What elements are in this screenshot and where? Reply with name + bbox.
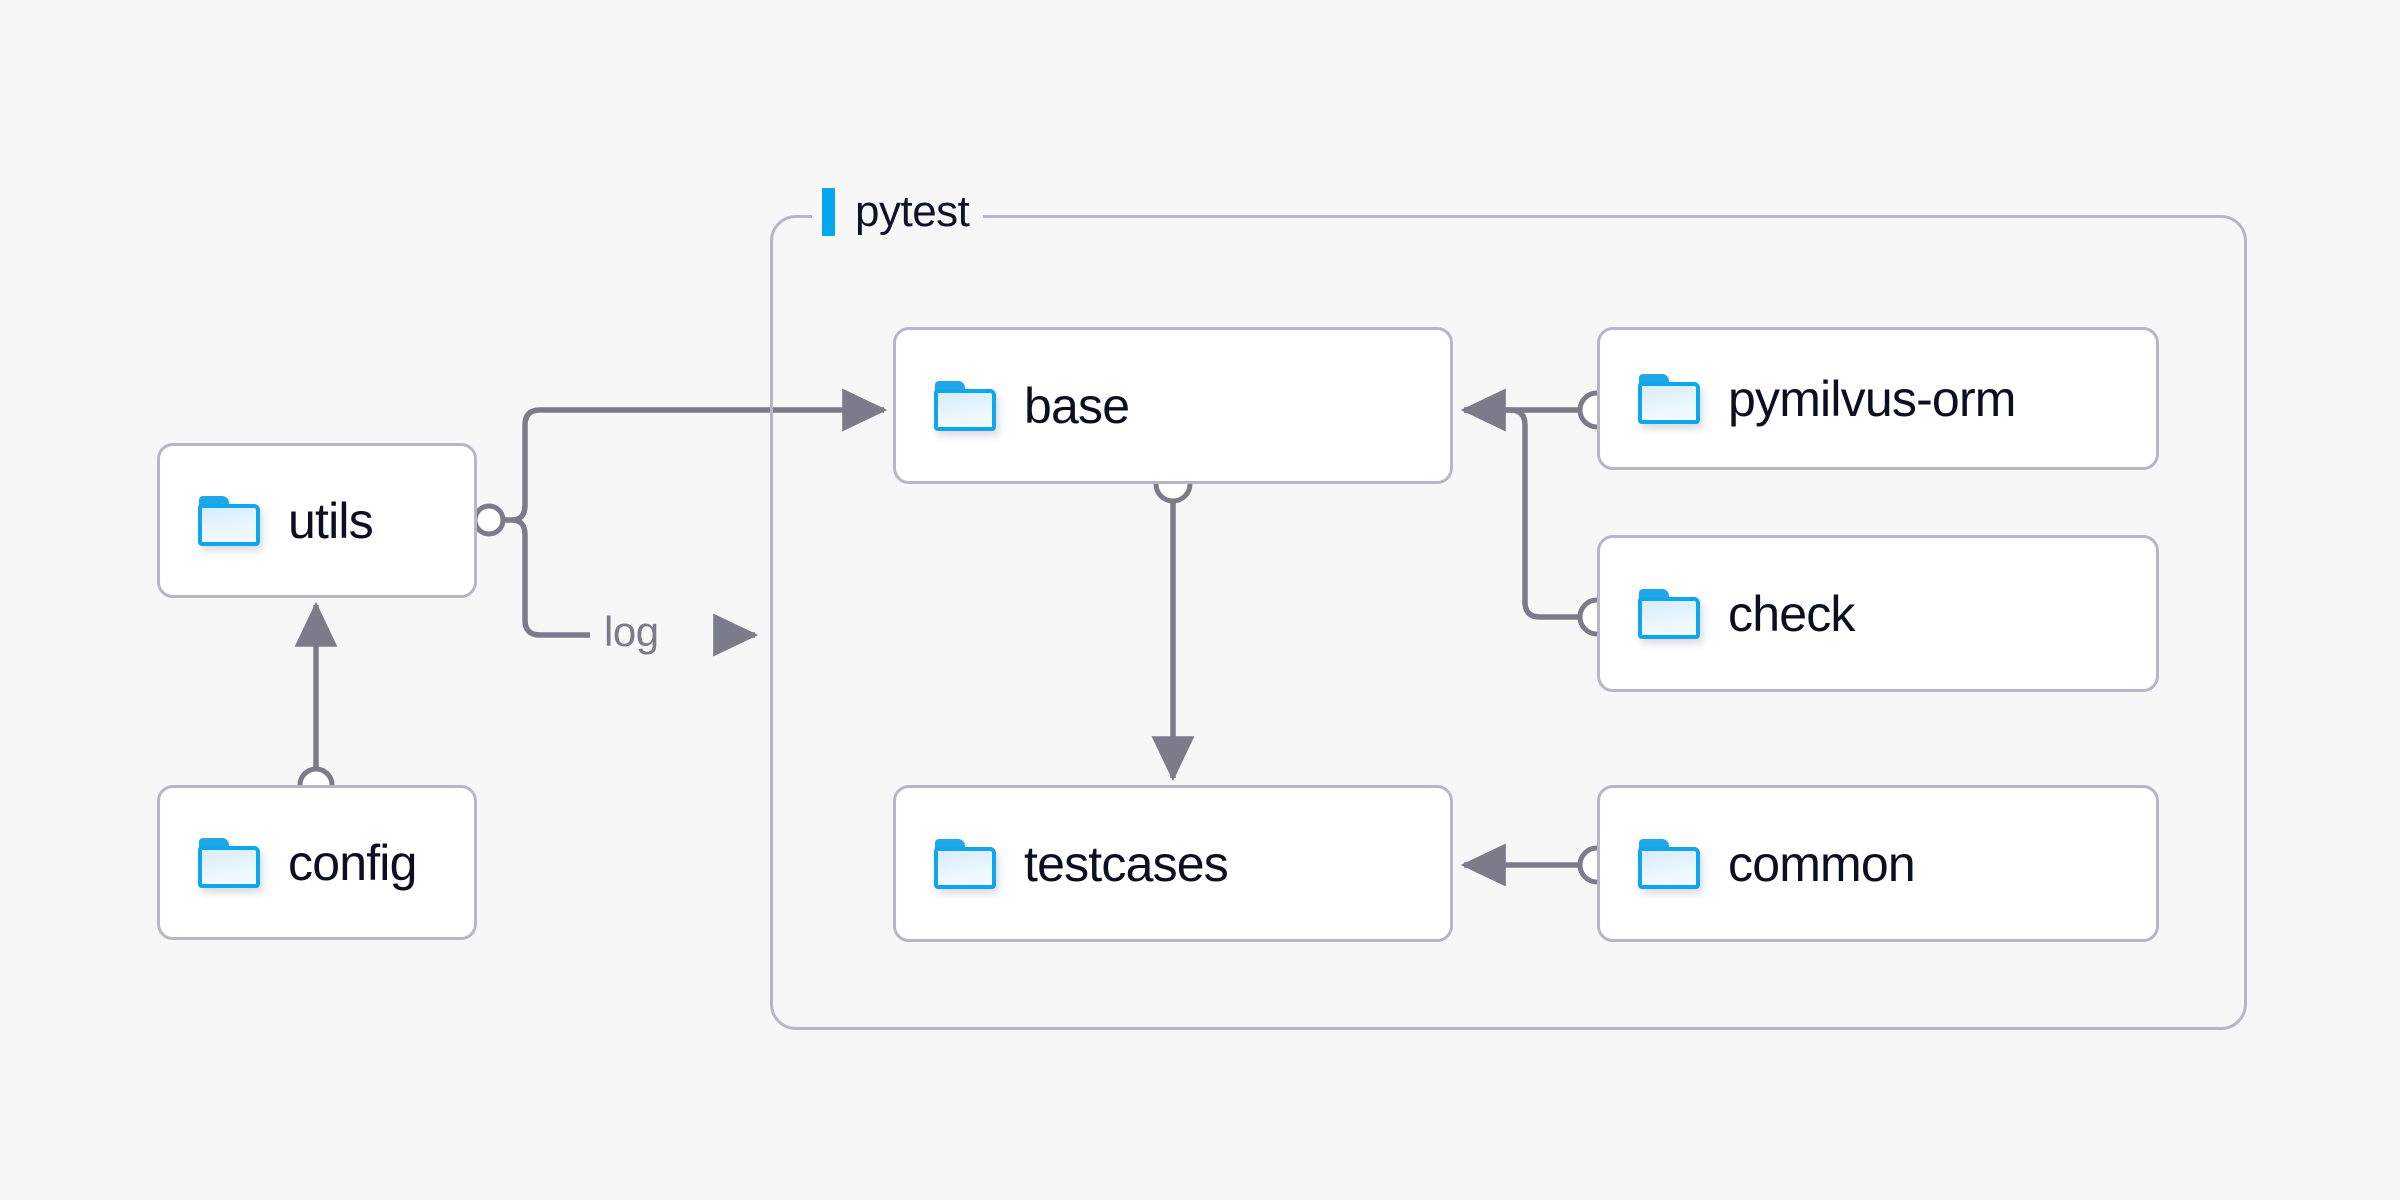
folder-icon (1638, 373, 1700, 424)
group-label-pytest: pytest (812, 180, 984, 244)
node-label-testcases: testcases (1024, 835, 1229, 892)
node-label-common: common (1728, 835, 1916, 892)
node-utils[interactable]: utils (157, 443, 477, 598)
node-config[interactable]: config (157, 785, 477, 940)
folder-icon (1638, 838, 1700, 889)
accent-bar-icon (822, 188, 835, 236)
node-label-base: base (1024, 377, 1130, 434)
folder-icon (198, 837, 260, 888)
wire-utils-to-log (511, 517, 590, 638)
node-testcases[interactable]: testcases (893, 785, 1453, 942)
edge-label-log: log (604, 608, 659, 655)
group-container-pytest[interactable] (770, 215, 2247, 1030)
group-title: pytest (855, 187, 970, 236)
node-label-utils: utils (288, 492, 374, 549)
node-common[interactable]: common (1597, 785, 2159, 942)
node-label-config: config (288, 834, 417, 891)
node-label-check: check (1728, 585, 1855, 642)
node-label-pymilvus-orm: pymilvus-orm (1728, 370, 2016, 427)
folder-icon (198, 495, 260, 546)
node-base[interactable]: base (893, 327, 1453, 484)
node-pymilvus-orm[interactable]: pymilvus-orm (1597, 327, 2159, 470)
folder-icon (934, 380, 996, 431)
folder-icon (934, 838, 996, 889)
port-utils-right[interactable] (472, 503, 506, 537)
node-check[interactable]: check (1597, 535, 2159, 692)
folder-icon (1638, 588, 1700, 639)
